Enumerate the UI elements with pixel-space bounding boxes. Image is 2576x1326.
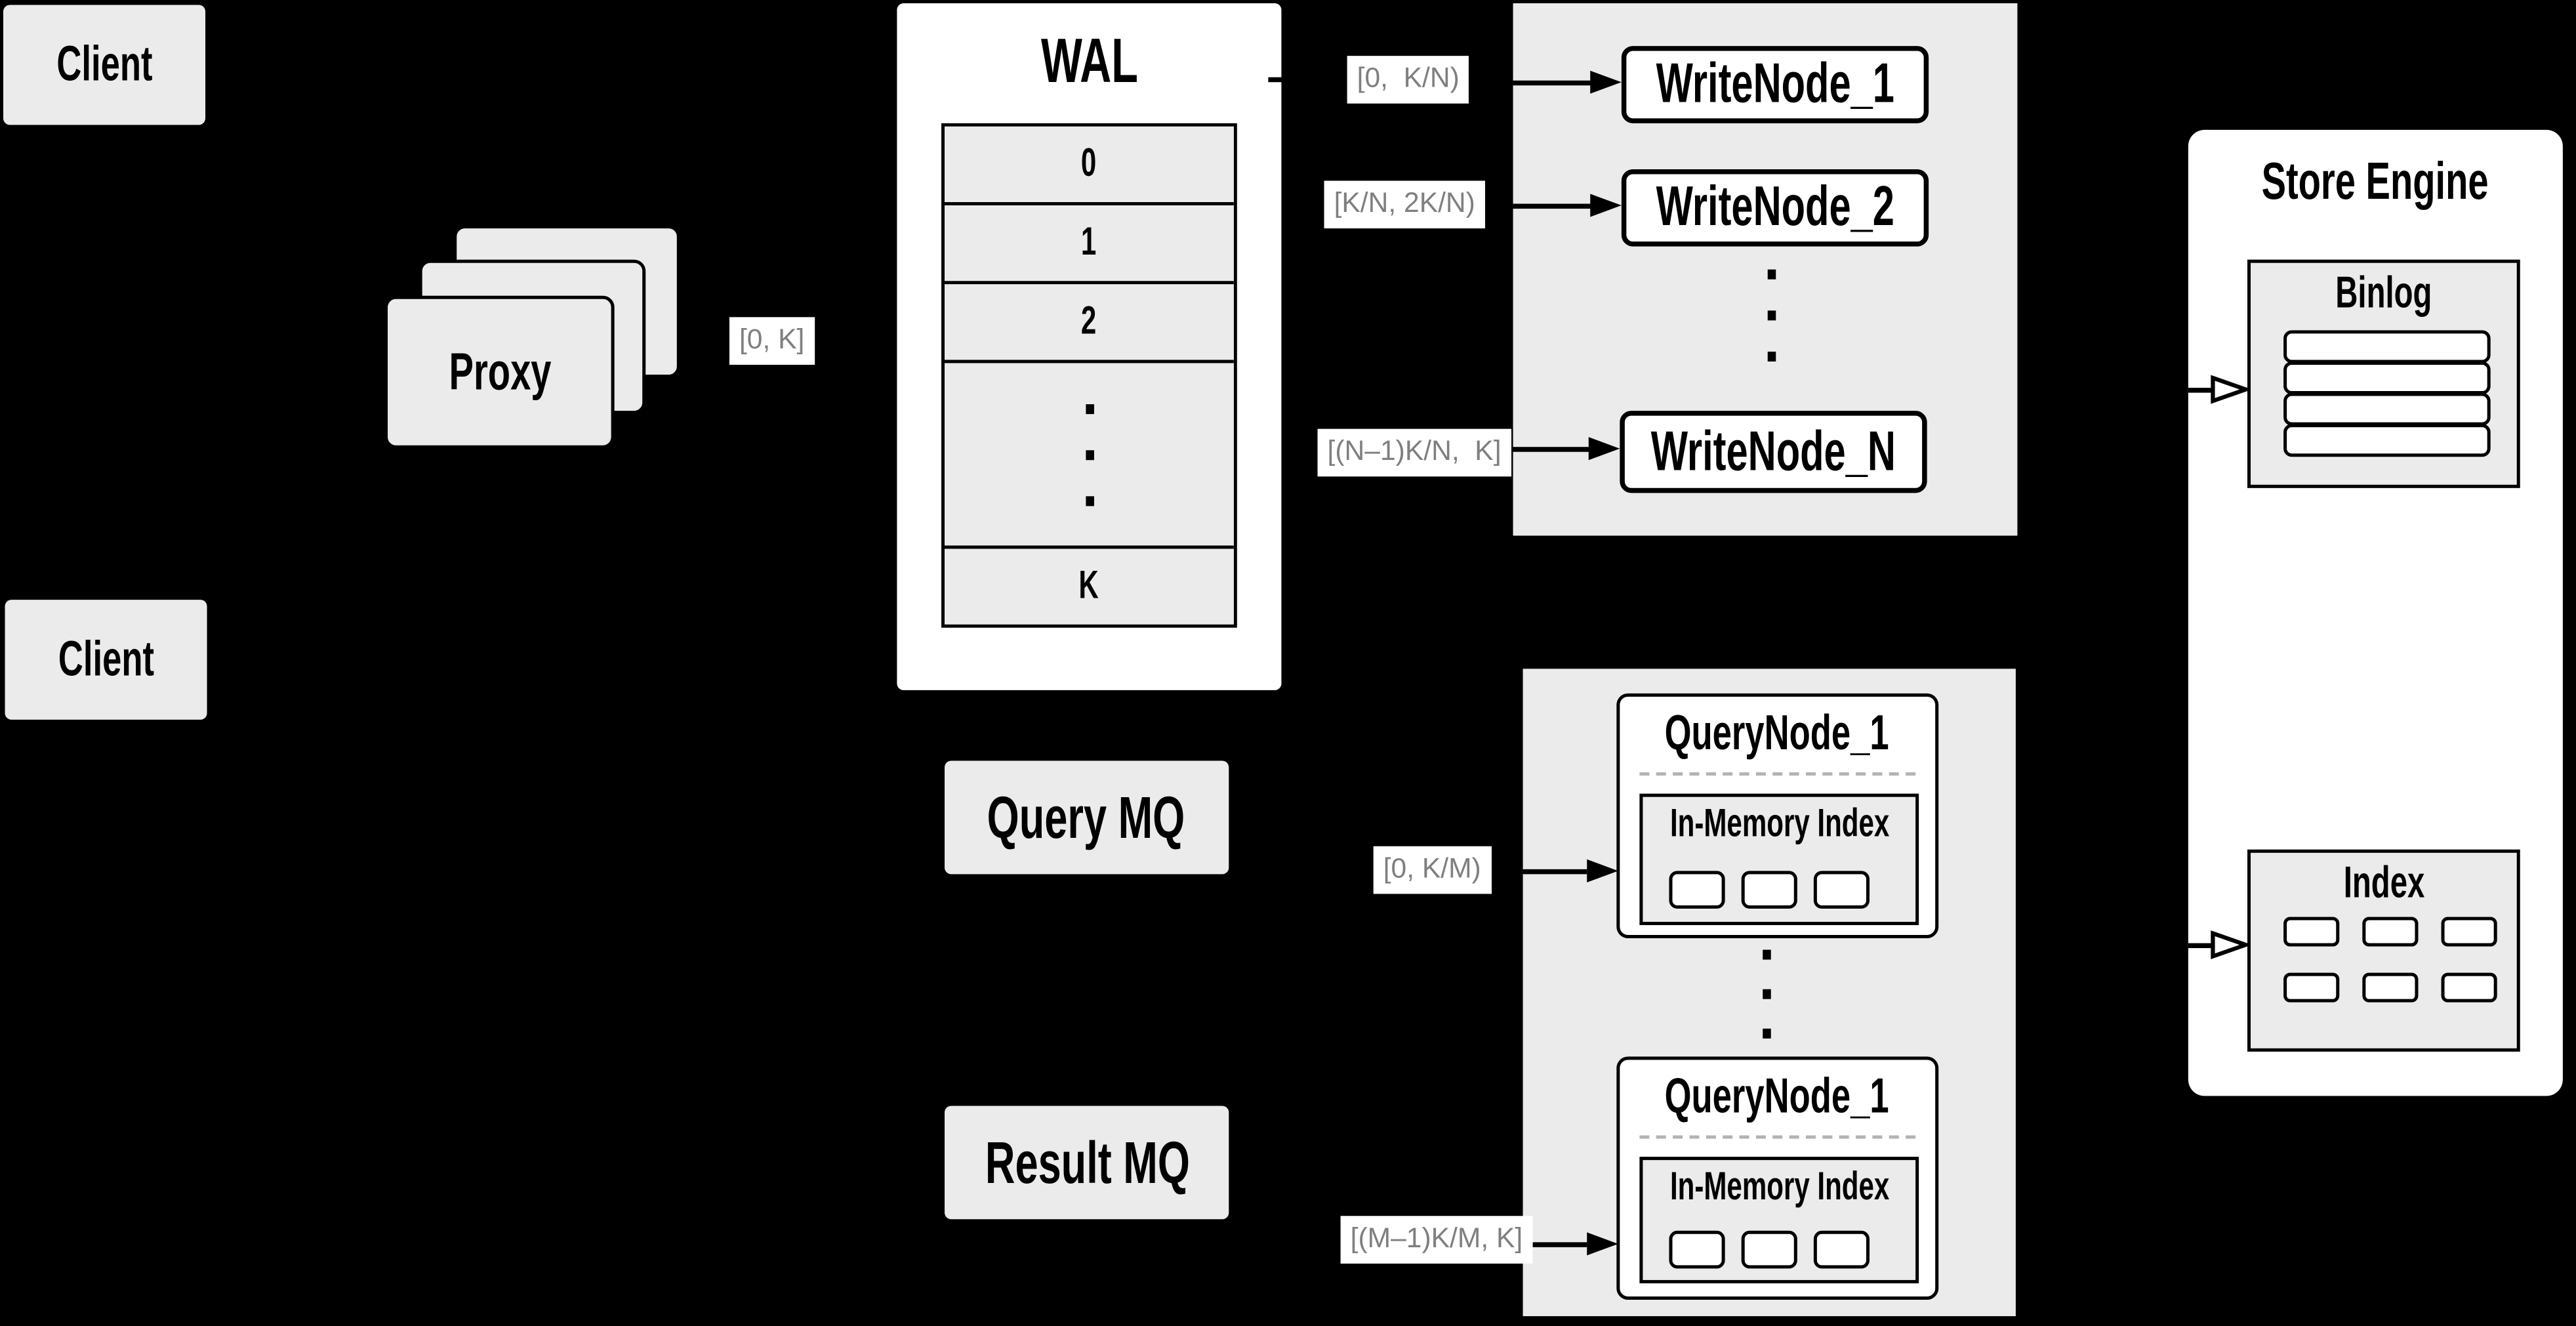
inmemory-2-title-wrap: In-Memory Index	[1643, 1165, 1915, 1211]
wal-slot-row-1: 1	[945, 205, 1234, 285]
querynode-1-title: QueryNode_1	[1665, 706, 1890, 761]
arrow-wal-to-writenode-2	[1513, 203, 1592, 209]
arrow-into-binlog	[2188, 388, 2213, 393]
querynode-1-inmemory-box: In-Memory Index	[1639, 793, 1919, 925]
inmemory-1-title: In-Memory Index	[1669, 802, 1889, 846]
querynode-2-box: QueryNode_1 In-Memory Index	[1616, 1056, 1939, 1300]
wal-title-wrap: WAL	[897, 26, 1281, 98]
range-label-writenode-n: [(N–1)K/N, K]	[1317, 428, 1511, 477]
index-chip	[2283, 972, 2340, 1003]
result-mq-label: Result MQ	[984, 1128, 1189, 1195]
querynode-ellipsis-dots	[1763, 949, 1771, 1039]
writenode-ellipsis-dots	[1767, 269, 1776, 362]
range-label-querynode-2: [(M–1)K/M, K]	[1340, 1216, 1533, 1264]
arrowhead-querynode-2-icon	[1587, 1232, 1618, 1256]
index-chip	[2362, 972, 2419, 1003]
wal-slot-k-label: K	[1079, 564, 1099, 608]
binlog-segment	[2283, 424, 2491, 457]
ellipsis-dot	[1763, 949, 1771, 960]
range-label-querynode-1: [0, K/M)	[1373, 846, 1491, 894]
proxy-card-front: Proxy	[384, 295, 615, 449]
ellipsis-dot	[1085, 495, 1094, 506]
range-label-client-proxy: [0, K]	[729, 317, 815, 365]
segment-chip	[1741, 1230, 1797, 1269]
range-label-writenode-2: [K/N, 2K/N)	[1324, 180, 1485, 228]
ellipsis-dot	[1767, 351, 1776, 362]
ellipsis-dot	[1763, 1028, 1771, 1039]
writenode-n-box: WriteNode_N	[1620, 411, 1927, 493]
writenode-n-label: WriteNode_N	[1650, 419, 1896, 483]
store-engine-title-wrap: Store Engine	[2188, 148, 2563, 213]
arrowhead-querynode-1-icon	[1587, 859, 1618, 882]
index-title: Index	[2343, 857, 2424, 907]
binlog-title-wrap: Binlog	[2251, 266, 2517, 319]
writenode-1-label: WriteNode_1	[1656, 52, 1894, 115]
wal-slot-1-label: 1	[1081, 220, 1097, 265]
wal-slot-row-ellipsis	[945, 363, 1234, 549]
querynode-2-divider	[1639, 1135, 1916, 1139]
inmemory-1-title-wrap: In-Memory Index	[1643, 802, 1915, 848]
segment-chip	[1669, 871, 1725, 909]
client-bottom-label: Client	[58, 631, 154, 686]
querynode-1-title-wrap: QueryNode_1	[1620, 707, 1935, 762]
arrowhead-writenode-1-icon	[1590, 70, 1622, 94]
result-mq-box: Result MQ	[945, 1106, 1229, 1220]
binlog-segment	[2283, 392, 2491, 426]
writenode-1-box: WriteNode_1	[1621, 46, 1929, 123]
writenode-2-box: WriteNode_2	[1621, 169, 1929, 247]
proxy-label: Proxy	[448, 341, 551, 402]
wal-edge-connector-stub	[1268, 77, 1283, 83]
arrowhead-writenode-n-icon	[1588, 437, 1620, 461]
segment-chip	[1813, 871, 1870, 909]
client-top-label: Client	[56, 37, 153, 91]
writenode-2-label: WriteNode_2	[1656, 175, 1894, 239]
ellipsis-dot	[1085, 449, 1094, 459]
arrow-into-index	[2188, 943, 2213, 949]
querynode-2-title-wrap: QueryNode_1	[1620, 1069, 1935, 1125]
open-arrowhead-index-icon	[2211, 930, 2249, 959]
binlog-segment	[2283, 330, 2491, 363]
segment-chip	[1813, 1230, 1870, 1269]
index-chip	[2441, 917, 2497, 947]
open-arrowhead-binlog-icon	[2211, 375, 2249, 404]
store-engine-title: Store Engine	[2262, 150, 2489, 210]
ellipsis-dot	[1763, 989, 1771, 999]
ellipsis-dot	[1767, 269, 1776, 280]
segment-chip	[1669, 1230, 1725, 1269]
client-box-top: Client	[3, 5, 206, 125]
ellipsis-dot	[1085, 403, 1094, 413]
wal-ellipsis-dots	[1085, 403, 1094, 506]
querynode-2-inmemory-box: In-Memory Index	[1639, 1157, 1919, 1283]
binlog-title: Binlog	[2335, 266, 2432, 317]
inmemory-2-title: In-Memory Index	[1669, 1165, 1889, 1210]
index-chip	[2441, 972, 2497, 1003]
wal-slot-0-label: 0	[1081, 141, 1097, 186]
binlog-box: Binlog	[2247, 259, 2520, 488]
wal-slot-table: 0 1 2 K	[941, 123, 1237, 628]
querynode-1-divider	[1639, 772, 1916, 776]
query-mq-label: Query MQ	[987, 783, 1186, 851]
index-chip	[2283, 917, 2340, 947]
querynode-1-box: QueryNode_1 In-Memory Index	[1616, 693, 1939, 939]
index-box: Index	[2247, 849, 2520, 1052]
arrowhead-writenode-2-icon	[1590, 194, 1622, 217]
wal-slot-row-0: 0	[945, 126, 1234, 206]
query-mq-box: Query MQ	[945, 760, 1229, 875]
querynode-2-title: QueryNode_1	[1665, 1069, 1890, 1125]
wal-slot-2-label: 2	[1081, 299, 1097, 344]
client-box-bottom: Client	[5, 600, 207, 720]
arrow-resultmq-to-querynode-2	[1523, 1242, 1587, 1247]
wal-slot-row-k: K	[945, 549, 1234, 625]
arrow-wal-to-writenode-1	[1513, 80, 1592, 86]
index-title-wrap: Index	[2251, 856, 2517, 909]
range-label-writenode-1: [0, K/N)	[1347, 56, 1469, 104]
index-chip	[2362, 917, 2419, 947]
segment-chip	[1741, 871, 1797, 909]
wal-slot-row-2: 2	[945, 284, 1234, 363]
ellipsis-dot	[1767, 310, 1776, 321]
arrow-querymq-to-querynode-1	[1523, 869, 1587, 875]
arrow-wal-to-writenode-n	[1513, 447, 1591, 452]
wal-title: WAL	[1040, 27, 1138, 96]
binlog-segment	[2283, 361, 2491, 395]
